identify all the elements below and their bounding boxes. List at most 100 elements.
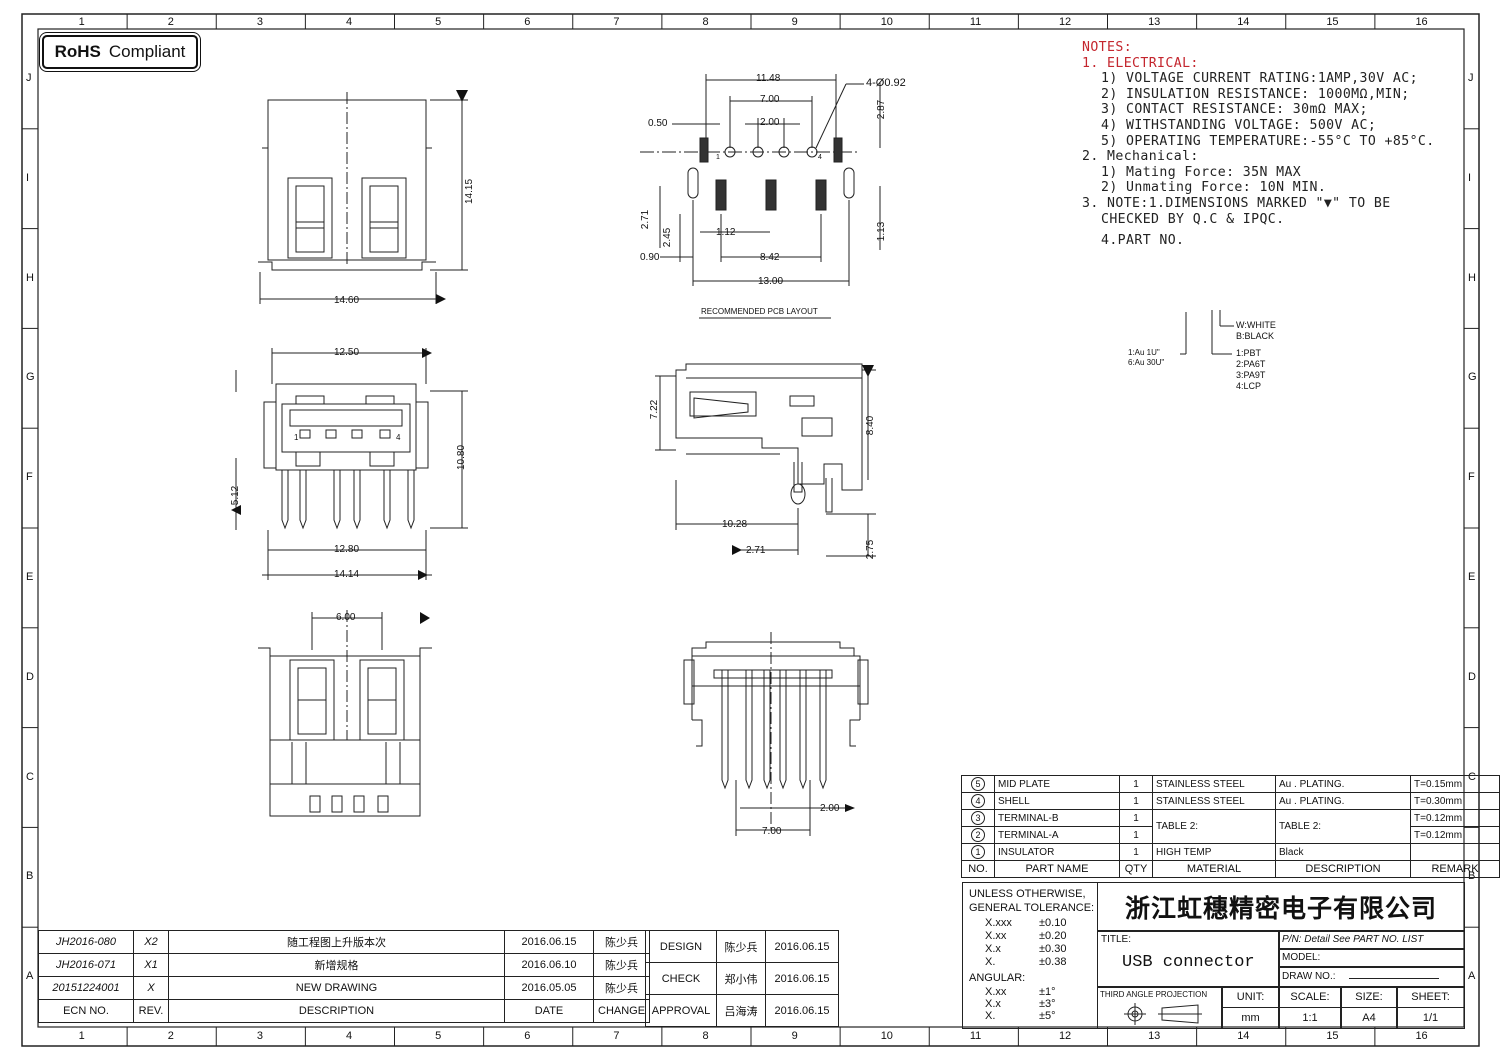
bom-number-badge: 4 [971,794,985,808]
units-label: SHEET: [1411,991,1450,1003]
dim-12-80: 12.80 [334,544,360,555]
zone-column-label: 13 [1148,16,1161,28]
notes-line: 3) CONTACT RESISTANCE: 30mΩ MAX; [1101,102,1368,118]
dim-10-28: 10.28 [722,519,748,530]
bom-cell-name: TERMINAL-A [994,826,1120,844]
zone-column-label: 15 [1326,16,1339,28]
zone-row-label: J [26,71,32,84]
part-number-callout [1180,310,1234,355]
rohs-label: RoHS [54,42,101,61]
dim-14-60: 14.60 [334,295,360,306]
bom-cell-no: 5 [961,775,995,793]
dim-7-00: 7.00 [760,94,780,105]
tol-x0: X. [985,956,996,968]
dim-5-12: 5.12 [230,485,242,506]
zone-row-label: B [26,870,34,883]
bom-cell-desc: Au . PLATING. [1275,775,1411,793]
dim-14-14: 14.14 [334,569,360,580]
bom-cell-desc: Black [1275,843,1411,861]
units-value: mm [1241,1012,1260,1024]
drawno-label: DRAW NO.: [1282,971,1336,982]
revision-cell-ecn: 20151224001 [38,976,134,1000]
dim-10-80: 10.80 [456,444,468,471]
bom-number-badge: 2 [971,828,985,842]
bottom-view [258,610,432,817]
tol-x0-value: ±0.38 [1039,956,1067,968]
signoff-cell-date: 2016.06.15 [765,962,839,995]
tol-xx: X.xx [985,930,1007,942]
dim-2-87: 2.87 [876,99,888,120]
tol-xxx-value: ±0.10 [1039,917,1067,929]
bom-cell-no: 2 [961,826,995,844]
pin-4-label: 4 [396,433,401,442]
revision-cell-date: DATE [504,999,594,1023]
zone-row-label: G [26,371,35,384]
zone-column-label: 14 [1237,1030,1250,1042]
zone-column-label: 4 [345,1030,353,1042]
projection-symbol-icon [1124,1003,1202,1025]
front-view-middle [235,348,468,580]
zone-row-label: G [1468,371,1477,384]
bom-number-badge: 1 [971,845,985,859]
units-value: A4 [1362,1012,1376,1024]
rohs-compliant-badge: RoHS Compliant [42,35,198,69]
zone-row-label: E [26,570,34,583]
bom-cell-name: INSULATOR [994,843,1120,861]
notes-line: 4.PART NO. [1101,233,1185,249]
bom-cell-desc: TABLE 2: [1275,809,1411,844]
pcb-layout [640,74,881,319]
revision-cell-rev: X1 [133,953,169,977]
side-view [655,363,876,557]
bom-cell-name: SHELL [994,792,1120,810]
zone-row-label: F [26,471,33,484]
title-label: TITLE: [1101,934,1132,945]
revision-cell-desc: 随工程图上升版本次 [168,930,505,954]
zone-column-label: 16 [1415,16,1428,28]
units-value: 1/1 [1422,1012,1439,1024]
bom-cell-rem: T=0.30mm [1410,792,1500,810]
signoff-cell-name: 陈少兵 [716,930,766,963]
dim-13-00: 13.00 [758,276,784,287]
material-1: 1:PBT [1236,348,1262,358]
color-black: B:BLACK [1236,331,1275,341]
dim-12-50: 12.50 [334,347,360,358]
zone-column-label: 4 [345,16,353,28]
plating-legend: 1:Au 1U" 6:Au 30U" [1128,348,1164,368]
bom-cell-mat: HIGH TEMP [1152,843,1276,861]
zone-column-label: 6 [524,16,531,28]
signoff-cell-role: CHECK [645,962,717,995]
dim-14-15: 14.15 [464,178,476,205]
dim-2-00: 2.00 [760,117,780,128]
zone-row-label: E [1468,570,1476,583]
revision-cell-ecn: JH2016-080 [38,930,134,954]
zone-column-label: 12 [1058,1030,1072,1042]
bom-header-desc: DESCRIPTION [1275,860,1411,878]
zone-column-label: 14 [1237,16,1250,28]
zone-row-label: D [26,670,34,683]
drawno-cell: DRAW NO.: [1278,966,1465,988]
notes-block: NOTES: 1. ELECTRICAL: 1) VOLTAGE CURRENT… [1082,40,1435,249]
notes-line: 3. NOTE:1.DIMENSIONS MARKED "▼" TO BE [1082,195,1391,211]
signoff-cell-date: 2016.06.15 [765,930,839,963]
material-legend: 1:PBT 2:PA6T 3:PA9T 4:LCP [1236,348,1265,392]
zone-column-label: 10 [880,1030,893,1042]
material-3: 3:PA9T [1236,370,1266,380]
notes-line: 5) OPERATING TEMPERATURE:-55°C TO +85°C. [1101,133,1435,149]
units-label: SCALE: [1290,991,1330,1003]
units-cell: SHEET: 1/1 [1396,986,1465,1029]
dim-2-00-rear: 2.00 [820,803,840,814]
tol-ang-xx-value: ±1° [1039,986,1056,998]
zone-column-label: 5 [435,16,442,28]
bom-cell-mat: STAINLESS STEEL [1152,792,1276,810]
dim-11-48: 11.48 [756,73,781,84]
dim-7-00-rear: 7.00 [762,826,782,837]
zone-row-label: C [26,770,34,783]
zone-column-label: 1 [78,16,85,28]
signoff-cell-date: 2016.06.15 [765,994,839,1027]
tol-line-1: UNLESS OTHERWISE, [969,888,1086,900]
zone-column-label: 10 [880,16,893,28]
bom-cell-name: MID PLATE [994,775,1120,793]
